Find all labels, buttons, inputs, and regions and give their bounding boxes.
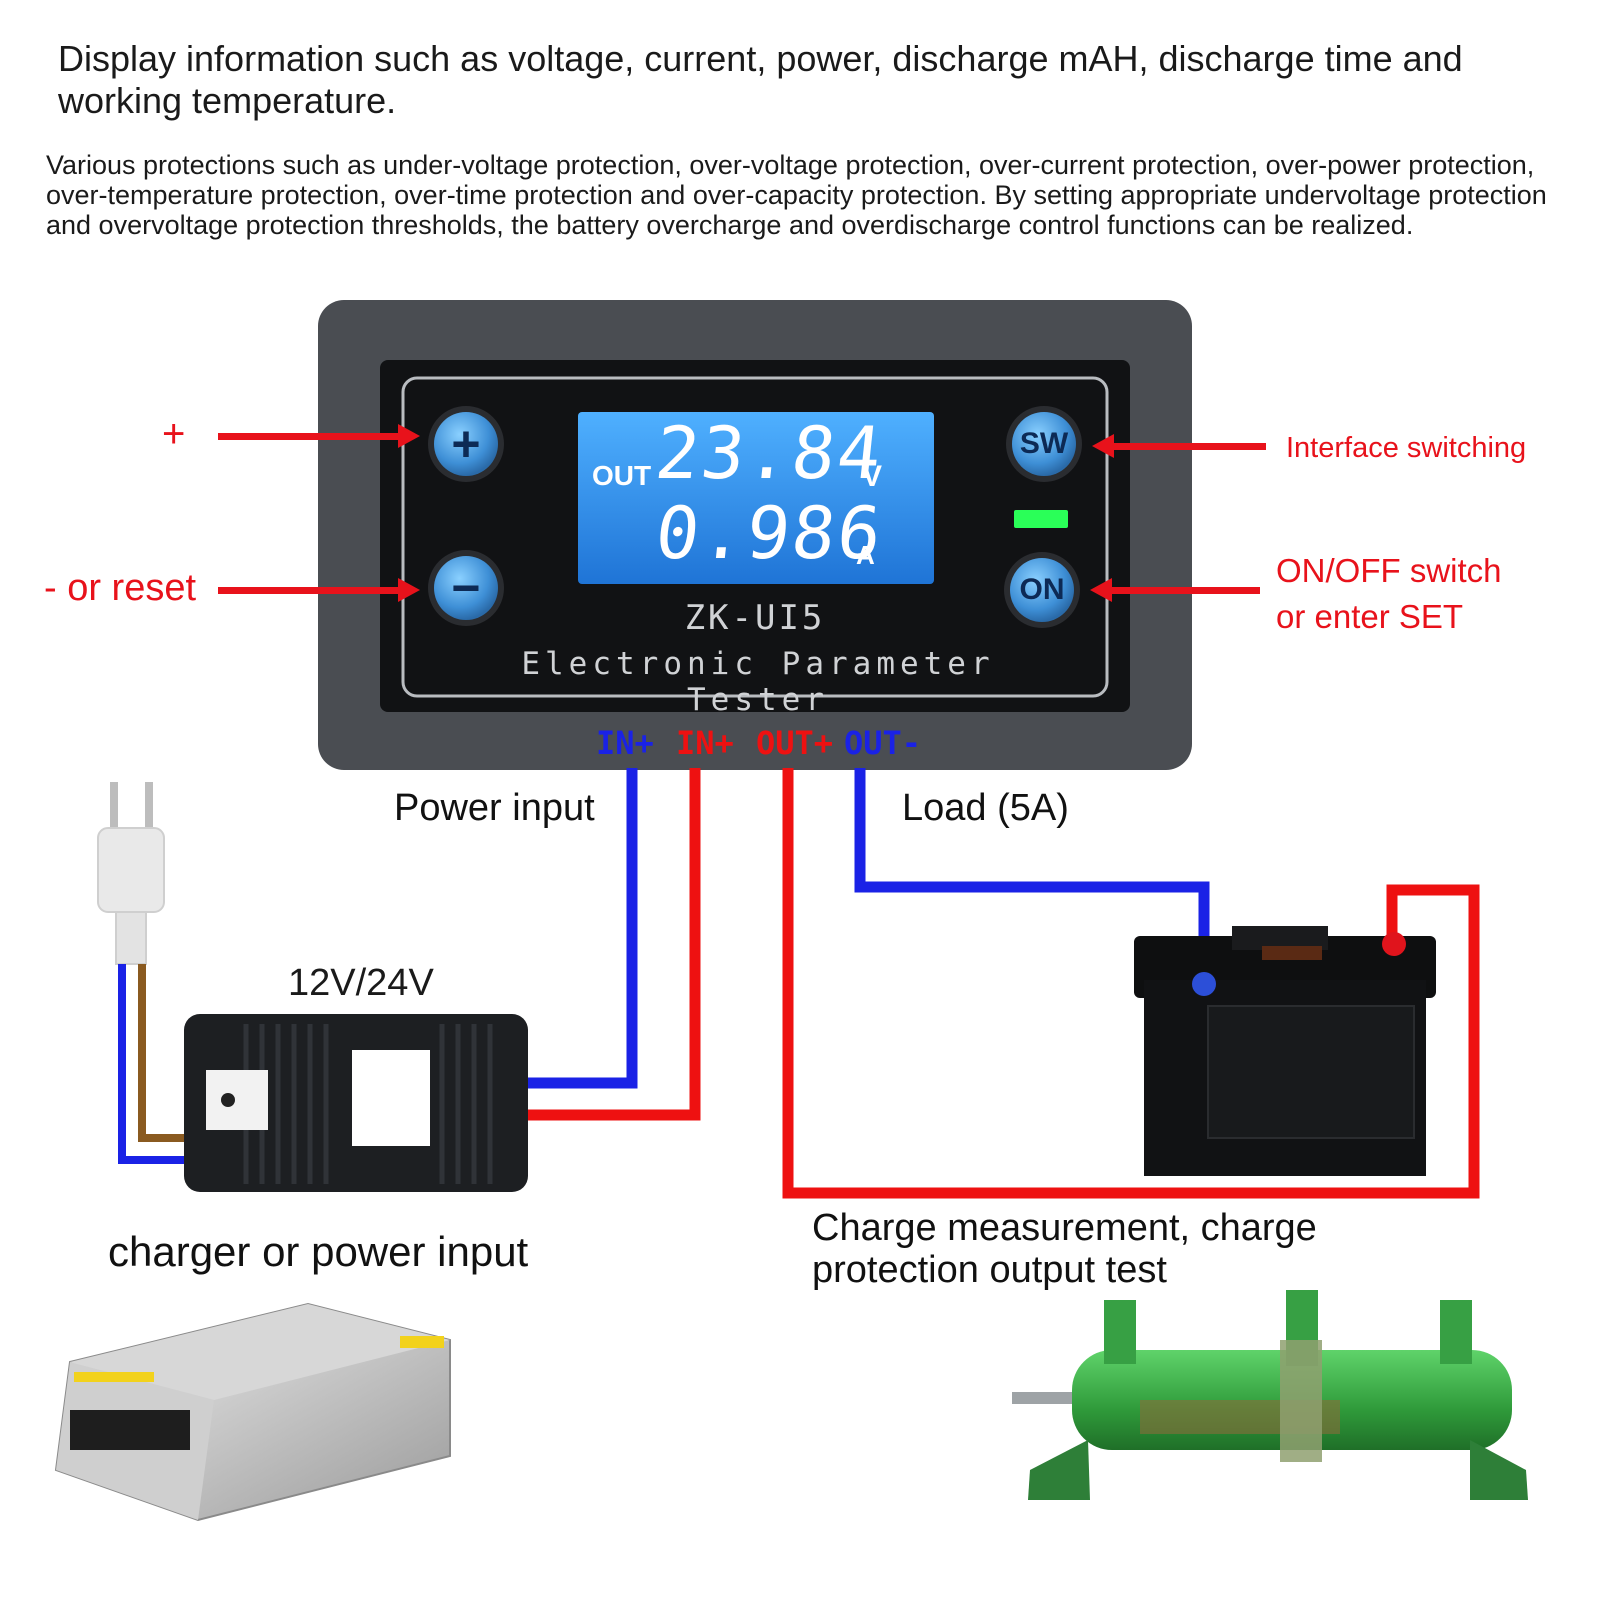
terminal-in-positive: IN+ — [676, 724, 734, 762]
label-charge-measurement: Charge measurement, charge — [812, 1207, 1317, 1249]
mains-cable-blue — [118, 964, 190, 1164]
arrow-minus — [218, 578, 420, 602]
load-resistor-graphic — [1012, 1290, 1528, 1500]
device-name: Electronic Parameter Tester — [521, 646, 995, 718]
wire-in-negative — [528, 768, 638, 1089]
lcd-screen — [578, 412, 934, 584]
arrow-onoff — [1090, 578, 1260, 602]
minus-button-graphic — [428, 550, 504, 626]
wire-in-positive — [528, 768, 701, 1121]
wire-out-positive — [782, 768, 1480, 1199]
on-button[interactable]: ON — [1019, 573, 1065, 606]
lcd-current-value: 0.986 — [651, 491, 888, 575]
label-load: Load (5A) — [902, 787, 1069, 829]
lcd-voltage-value: 23.84 — [651, 411, 888, 495]
label-plus: + — [162, 412, 186, 456]
mains-plug-graphic — [97, 782, 165, 965]
arrow-plus — [218, 424, 420, 448]
device-model: ZK-UI5 — [684, 598, 826, 638]
minus-button[interactable]: − — [451, 560, 481, 616]
arrow-interface — [1092, 434, 1266, 458]
lcd-out-label: OUT — [592, 460, 652, 491]
label-protection-output: protection output test — [812, 1249, 1167, 1291]
sw-button-graphic — [1006, 406, 1082, 482]
switching-power-supply-graphic — [54, 1302, 451, 1522]
plus-button[interactable]: + — [451, 416, 481, 472]
mains-cable-brown — [138, 964, 190, 1142]
lcd-voltage-unit: V — [862, 460, 883, 493]
label-charger: charger or power input — [108, 1228, 529, 1275]
terminal-out-negative: OUT- — [844, 724, 922, 762]
wire-out-negative — [854, 768, 1210, 980]
label-enter-set: or enter SET — [1276, 598, 1464, 635]
label-minus-reset: - or reset — [44, 567, 197, 609]
headline: Display information such as voltage, cur… — [58, 38, 1463, 121]
battery-graphic — [1134, 926, 1436, 1176]
description-paragraph: Various protections such as under-voltag… — [46, 150, 1547, 240]
terminal-in-negative: IN+ — [596, 724, 654, 762]
label-power-input: Power input — [394, 787, 595, 829]
lcd-current-unit: A — [856, 540, 875, 570]
label-interface-switching: Interface switching — [1286, 432, 1527, 464]
status-led — [1014, 510, 1068, 528]
on-button-graphic — [1004, 552, 1080, 628]
power-adapter-graphic — [184, 1014, 528, 1192]
device-bezel — [401, 376, 1109, 698]
sw-button[interactable]: SW — [1019, 427, 1069, 460]
label-onoff-switch: ON/OFF switch — [1276, 552, 1502, 589]
label-adapter-voltage: 12V/24V — [288, 962, 434, 1004]
terminal-out-positive: OUT+ — [756, 724, 834, 762]
plus-button-graphic — [428, 406, 504, 482]
